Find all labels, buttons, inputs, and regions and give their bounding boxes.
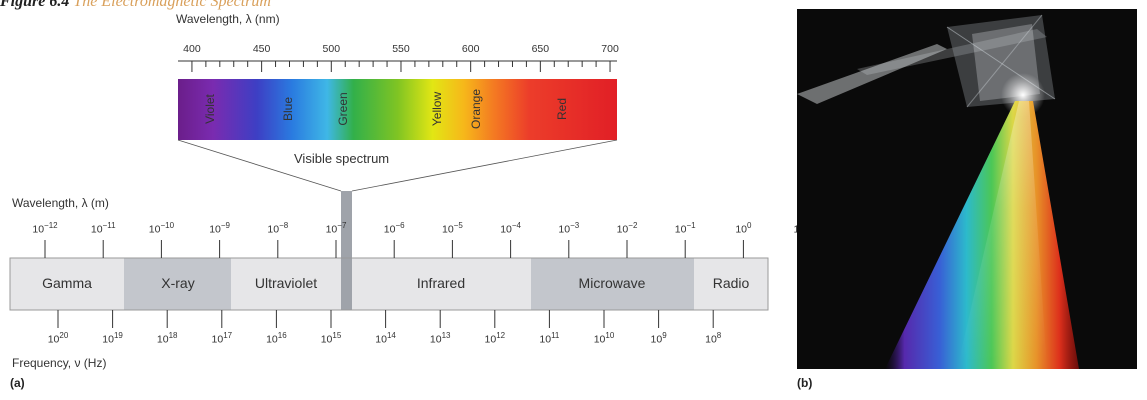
visible-color-label: Yellow	[430, 91, 444, 127]
frequency-tick-label: 1013	[429, 331, 451, 346]
visible-color-label: Green	[336, 92, 350, 126]
figure-caption: Figure 6.4 The Electromagnetic Spectrum	[0, 0, 271, 11]
region-label: X-ray	[161, 275, 195, 291]
prism-photo	[797, 9, 1137, 369]
frequency-tick-marks	[57, 310, 714, 328]
frequency-axis-label: Frequency, ν (Hz)	[12, 356, 107, 370]
wavelength-tick-label: 10−12	[32, 221, 58, 236]
region-label: Ultraviolet	[254, 275, 318, 291]
prism-photo-illustration	[797, 14, 1079, 369]
frequency-tick-label: 1012	[484, 331, 506, 346]
frequency-tick-label: 1019	[102, 331, 123, 346]
visible-tick-label: 400	[183, 43, 201, 55]
frequency-tick-label: 1018	[156, 331, 178, 346]
figure-title: The Electromagnetic Spectrum	[73, 0, 271, 10]
wavelength-tick-label: 10−2	[616, 221, 638, 236]
visible-color-label: Orange	[469, 88, 483, 130]
region-label: Infrared	[416, 275, 466, 291]
region-bg-infrared	[352, 258, 531, 310]
wavelength-tick-marks	[44, 240, 744, 258]
frequency-tick-label: 108	[705, 331, 722, 346]
visible-color-label: Red	[555, 97, 569, 121]
visible-spectrum-caption: Visible spectrum	[294, 151, 390, 166]
funnel-left-line	[177, 139, 342, 192]
wavelength-tick-label: 10−4	[500, 221, 521, 236]
visible-slit-connector	[341, 191, 352, 218]
wavelength-tick-label: 10−10	[148, 221, 175, 236]
wavelength-tick-label: 10−7	[325, 221, 347, 236]
visible-minor-ticks	[191, 61, 611, 72]
region-bg-gamma	[10, 258, 124, 310]
wavelength-tick-label: 10−8	[267, 221, 289, 236]
visible-tick-label: 450	[252, 43, 271, 55]
wavelength-tick-label: 10−11	[90, 221, 116, 236]
funnel-right-line	[351, 139, 618, 192]
frequency-tick-label: 1015	[320, 331, 342, 346]
visible-gradient	[178, 79, 617, 140]
visible-tick-label: 600	[461, 43, 480, 55]
visible-tick-label: 650	[531, 43, 550, 55]
visible-slit-upper	[341, 218, 352, 244]
wavelength-tick-label: 10−6	[383, 221, 405, 236]
frequency-tick-label: 1010	[593, 331, 615, 346]
frequency-tick-label: 1011	[539, 331, 560, 346]
em-band-border	[9, 257, 769, 311]
wavelength-tick-label: 10−5	[441, 221, 463, 236]
visible-color-label: Violet	[203, 94, 217, 124]
frequency-tick-label: 1017	[211, 331, 233, 346]
frequency-tick-label: 1014	[375, 331, 396, 346]
region-bg-radio	[694, 258, 768, 310]
region-label: Radio	[712, 275, 750, 291]
region-bg-microwave	[531, 258, 694, 310]
region-bg-xray	[124, 258, 231, 310]
em-band	[9, 218, 769, 311]
wavelength-tick-label: 10−1	[674, 221, 696, 236]
frequency-tick-label: 1020	[47, 331, 69, 346]
region-label: Microwave	[578, 275, 646, 291]
panel-b-label: (b)	[797, 376, 813, 390]
wavelength-tick-label: 100	[735, 221, 752, 236]
frequency-tick-label: 1016	[266, 331, 287, 346]
wavelength-axis-label: Wavelength, λ (m)	[12, 196, 109, 210]
figure-number: Figure 6.4	[0, 0, 70, 10]
visible-color-label: Blue	[281, 96, 295, 122]
panel-a-label: (a)	[10, 376, 25, 390]
visible-tick-label: 550	[392, 43, 410, 55]
visible-tick-label: 500	[322, 43, 341, 55]
frequency-tick-label: 109	[650, 331, 667, 346]
region-label: Gamma	[42, 275, 92, 291]
wavelength-tick-label: 10−3	[558, 221, 580, 236]
wavelength-tick-label: 10−9	[209, 221, 230, 236]
region-bg-ultraviolet	[231, 258, 341, 310]
visible-tick-label: 700	[601, 43, 619, 55]
region-bg-visible	[341, 244, 352, 310]
visible-spectrum-bar	[178, 60, 617, 140]
spectrum-diagram	[9, 60, 769, 328]
visible-axis-label: Wavelength, λ (nm)	[176, 12, 280, 26]
